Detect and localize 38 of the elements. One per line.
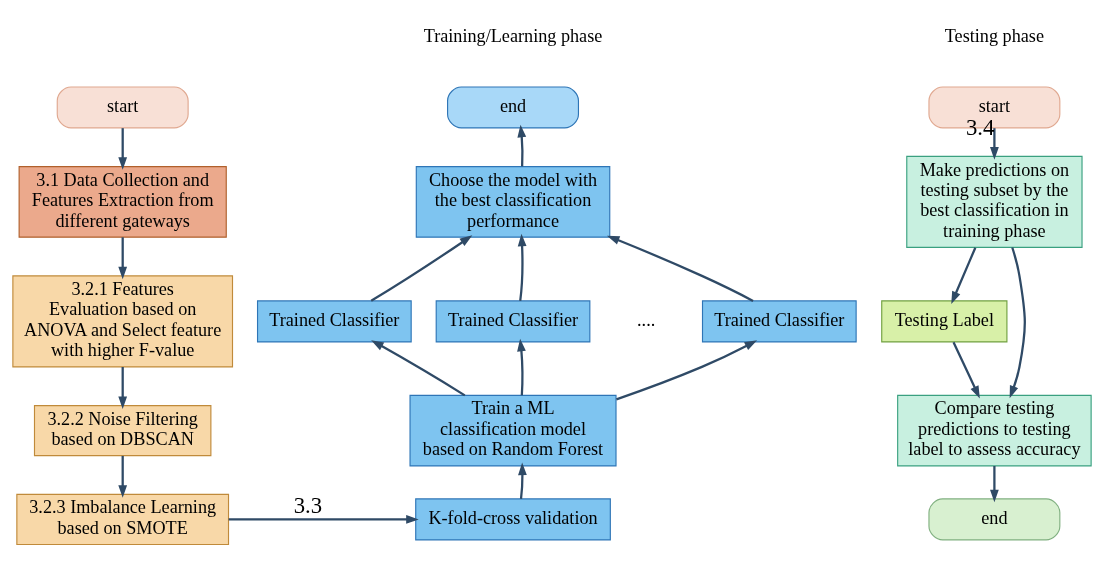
arrow	[118, 455, 128, 498]
edge-label: 3.3	[293, 492, 323, 518]
node-box: Trained Classifier	[701, 300, 857, 343]
node-box: end	[447, 86, 580, 129]
arrow	[1009, 247, 1026, 399]
arrow	[518, 462, 527, 499]
arrow	[517, 338, 526, 396]
arrow	[118, 237, 128, 280]
arrow	[118, 128, 128, 170]
arrow	[952, 341, 980, 399]
node-box: end	[928, 498, 1061, 541]
node-box: Testing Label	[881, 300, 1008, 343]
arrow	[990, 128, 999, 160]
arrow	[118, 367, 128, 409]
node-box: Trained Classifier	[256, 300, 412, 343]
node-box: 3.2.1 Features Evaluation based on ANOVA and Select feature with higher F-value	[12, 275, 234, 368]
arrow	[990, 465, 999, 503]
arrow	[370, 235, 473, 302]
arrow	[606, 235, 754, 302]
node-box: Trained Classifier	[435, 300, 591, 343]
arrow	[517, 124, 527, 167]
node-box: 3.2.3 Imbalance Learning based on SMOTE	[16, 493, 230, 546]
arrow	[371, 340, 466, 397]
node-box: Compare testing predictions to testing label to assess accuracy	[897, 394, 1092, 467]
node-box: 3.1 Data Collection and Features Extraction from different gateways	[18, 166, 227, 238]
node-box: start	[56, 86, 189, 129]
label: ....	[637, 309, 656, 330]
node-box: 3.2.2 Noise Filtering based on DBSCAN	[33, 405, 212, 457]
label: Testing phase	[944, 26, 1045, 47]
node-box: Choose the model with the best classification performance	[415, 166, 611, 238]
arrow	[517, 233, 527, 301]
node-box: K-fold-cross validation	[415, 498, 611, 541]
arrow	[951, 247, 977, 304]
arrow	[616, 340, 758, 401]
arrow	[228, 515, 419, 524]
node-box: Train a ML classification model based on Random Forest	[409, 394, 617, 467]
node-box: Make predictions on testing subset by the best classification in training phase	[906, 155, 1083, 248]
label: Training/Learning phase	[423, 26, 603, 47]
